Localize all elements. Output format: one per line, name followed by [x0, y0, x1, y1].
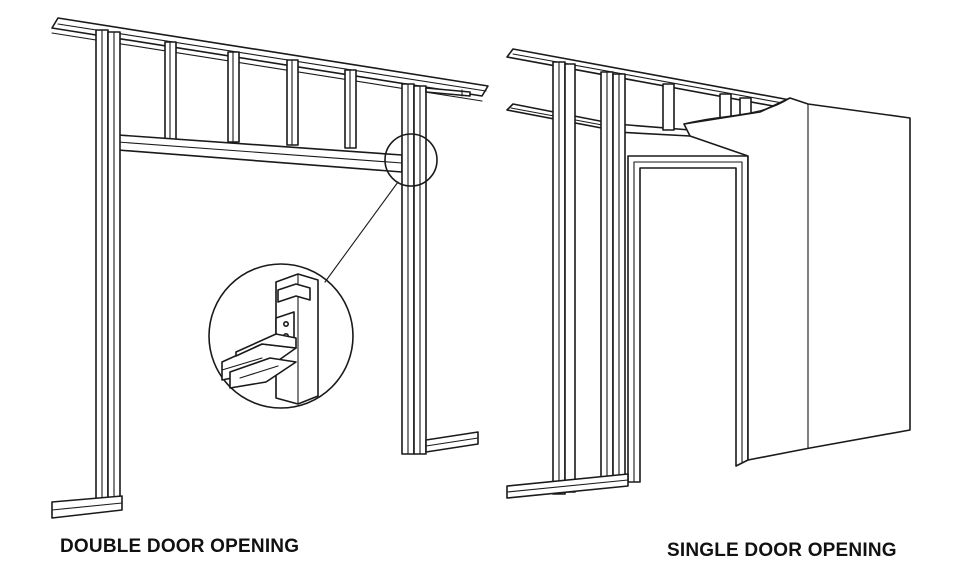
header-beam [117, 134, 403, 173]
bottom-track-single [506, 473, 629, 499]
single-door-frame [506, 48, 911, 499]
detail-callout [208, 133, 438, 409]
detail-stud-connection [221, 273, 319, 405]
double-door-frame [51, 17, 489, 519]
single-studs [552, 61, 752, 495]
caption-single-door: SINGLE DOOR OPENING [667, 540, 897, 561]
bottom-track-right-of-left [425, 431, 479, 453]
single-header-beam [615, 123, 691, 137]
left-jamb-studs [95, 29, 121, 511]
caption-double-door: DOUBLE DOOR OPENING [60, 536, 300, 557]
door-frame [627, 155, 749, 483]
bottom-track-left [51, 495, 123, 519]
wallboard [683, 97, 911, 461]
right-jamb-studs [401, 83, 471, 455]
cripple-studs [164, 41, 357, 149]
